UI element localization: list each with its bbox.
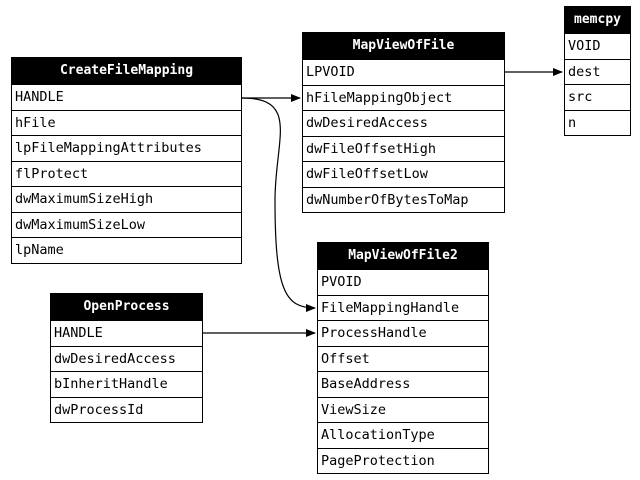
table-field: dwProcessId [51,396,202,423]
table-field: ViewSize [318,396,488,423]
table-field: flProtect [12,160,241,187]
table-field: Offset [318,345,488,372]
table-field: FileMappingHandle [318,294,488,321]
table-title: MapViewOfFile2 [318,243,488,269]
table-field: dwNumberOfBytesToMap [303,186,504,213]
table-field: HANDLE [51,320,202,346]
table-field: dwDesiredAccess [303,110,504,136]
table-field: dwFileOffsetHigh [303,135,504,162]
table-field: AllocationType [318,422,488,448]
table-field: dwMaximumSizeLow [12,211,241,238]
table-title: CreateFileMapping [12,58,241,84]
table-field: ProcessHandle [318,320,488,346]
table-field: src [565,84,630,110]
table-field: HANDLE [12,84,241,110]
table-field: hFile [12,109,241,136]
table-title: memcpy [565,7,630,33]
table-field: dwFileOffsetLow [303,161,504,187]
table-field: LPVOID [303,59,504,85]
table-field: dwDesiredAccess [51,345,202,372]
table-field: PageProtection [318,447,488,474]
table-field: PVOID [318,269,488,295]
table-field: VOID [565,33,630,59]
table-field: n [565,109,630,136]
table-field: lpName [12,237,241,263]
arrow-handle-to-filemappinghandle [241,97,316,312]
table-field: dest [565,58,630,85]
table-field: hFileMappingObject [303,84,504,111]
table-title: OpenProcess [51,294,202,320]
table-field: lpFileMappingAttributes [12,135,241,161]
table-title: MapViewOfFile [303,33,504,59]
table-field: dwMaximumSizeHigh [12,186,241,212]
table-field: BaseAddress [318,371,488,397]
table-field: bInheritHandle [51,371,202,397]
